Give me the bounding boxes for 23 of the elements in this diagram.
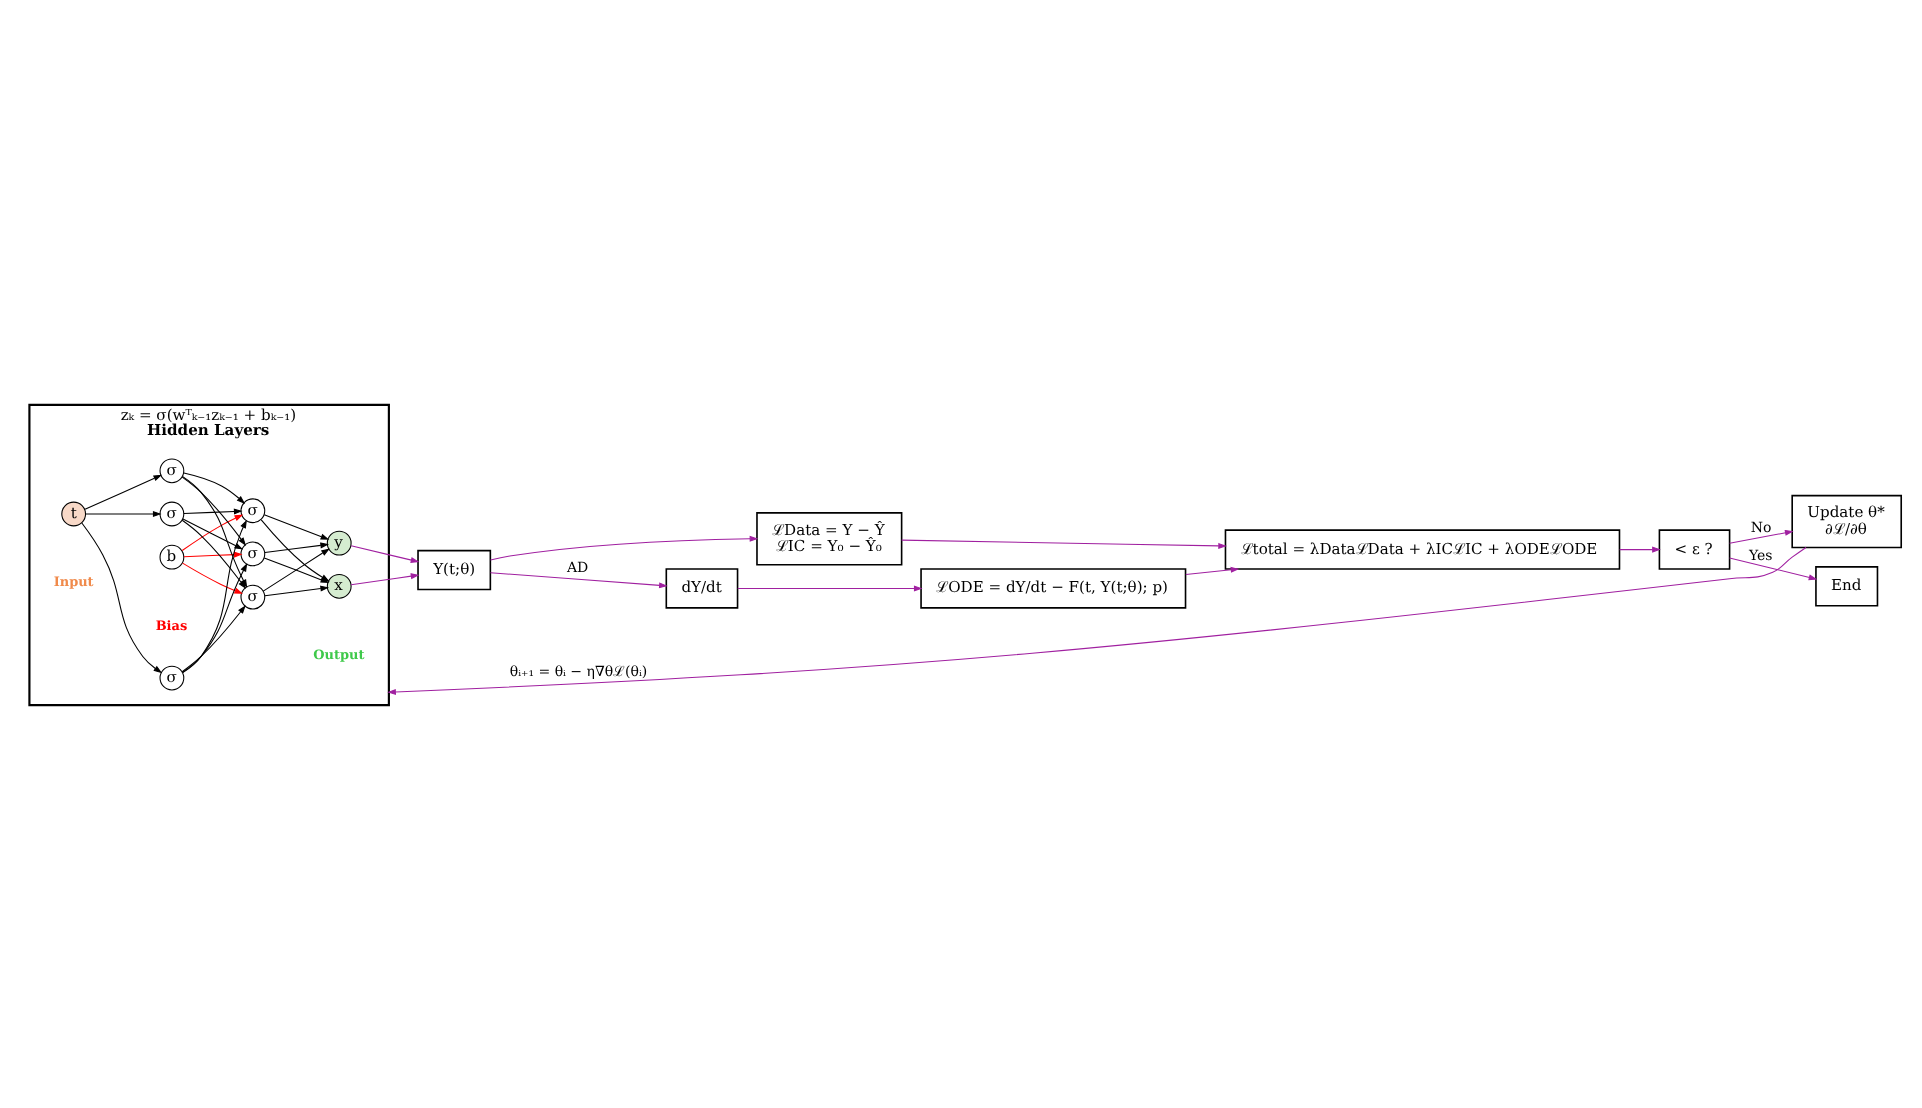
arrow	[489, 571, 668, 588]
arrow	[264, 541, 330, 553]
arrow	[264, 584, 330, 596]
arrow	[263, 513, 330, 539]
arrow	[1185, 565, 1240, 575]
arrow	[183, 507, 243, 514]
arrow	[901, 538, 1227, 548]
arrow	[737, 584, 923, 591]
arrow	[181, 475, 247, 545]
arrow	[387, 545, 1807, 694]
arrow	[182, 561, 243, 593]
arrow	[85, 509, 162, 516]
arrow	[350, 572, 420, 585]
arrow	[490, 534, 759, 560]
arrow	[181, 604, 246, 672]
arrow	[1619, 545, 1661, 552]
arrow	[183, 471, 246, 503]
arrow	[350, 544, 420, 562]
arrow	[183, 550, 243, 557]
arrow	[81, 521, 163, 673]
arrow	[1729, 556, 1818, 580]
arrow	[1729, 528, 1794, 543]
arrow	[84, 473, 163, 509]
